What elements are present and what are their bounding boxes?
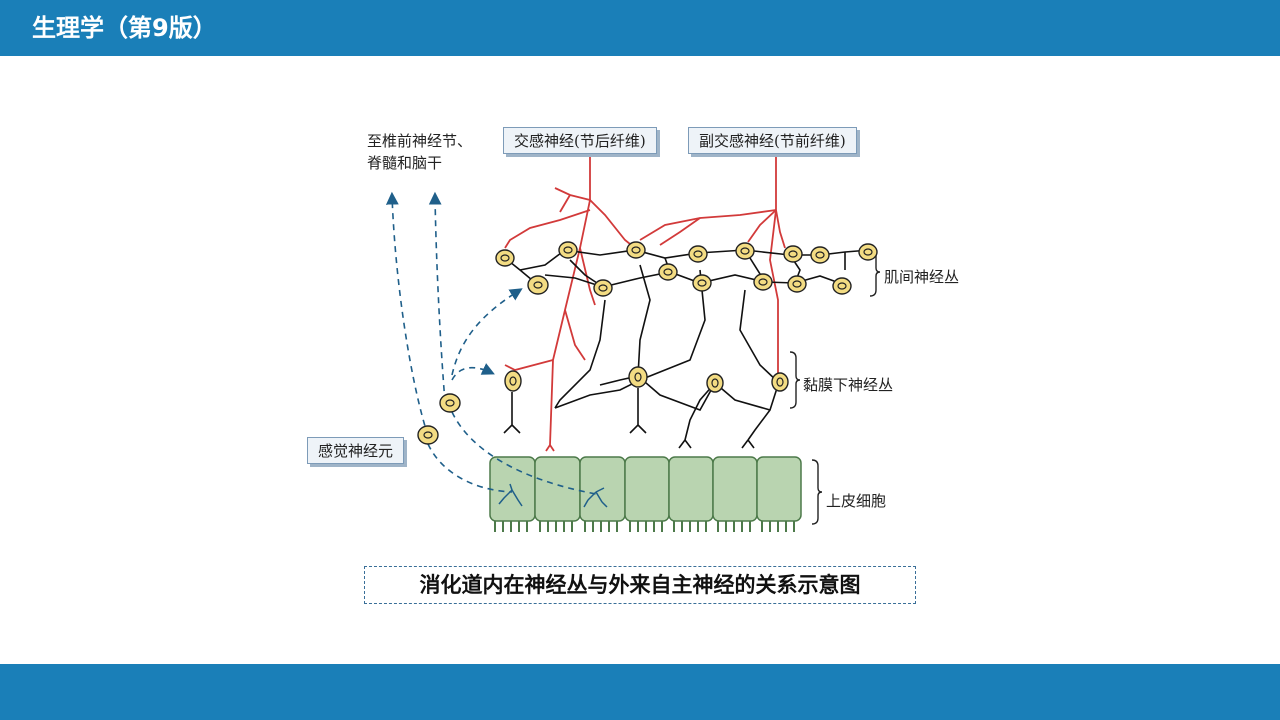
submucosal-plexus-label: 黏膜下神经丛 bbox=[803, 376, 894, 394]
footer-bar bbox=[0, 664, 1280, 720]
epithelium-cells bbox=[489, 456, 802, 532]
destination-label-line1: 至椎前神经节、 bbox=[367, 132, 473, 150]
myenteric-plexus-label: 肌间神经丛 bbox=[884, 268, 960, 286]
epithelium-label: 上皮细胞 bbox=[826, 492, 887, 510]
header-bar: 生理学（第9版） bbox=[0, 0, 1280, 56]
page-title: 生理学（第9版） bbox=[32, 14, 217, 42]
autonomic-fibers bbox=[504, 152, 786, 452]
destination-label-line2: 脊髓和脑干 bbox=[367, 154, 443, 172]
sensory-pathways bbox=[385, 191, 597, 495]
neuron-bodies bbox=[417, 241, 878, 445]
figure-caption: 消化道内在神经丛与外来自主神经的关系示意图 bbox=[364, 566, 916, 604]
parasympathetic-label: 副交感神经(节前纤维) bbox=[688, 127, 857, 154]
sympathetic-label: 交感神经(节后纤维) bbox=[503, 127, 657, 154]
sensory-neuron-label: 感觉神经元 bbox=[307, 437, 405, 464]
intrinsic-neurites bbox=[503, 249, 871, 449]
